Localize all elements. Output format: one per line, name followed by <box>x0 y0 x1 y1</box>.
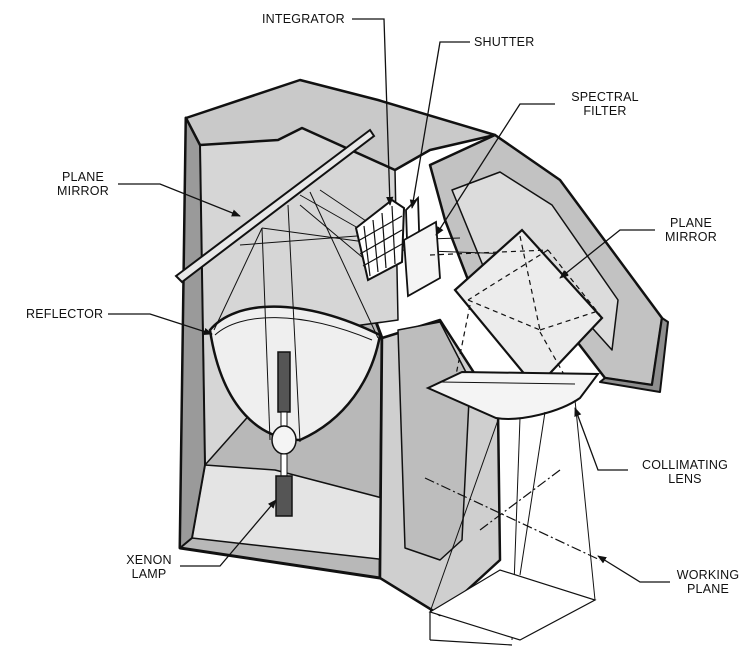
label-spectral-filter: SPECTRAL FILTER <box>560 90 650 118</box>
label-plane-mirror-right-line2: MIRROR <box>665 230 717 244</box>
label-plane-mirror-right-line1: PLANE <box>670 216 712 230</box>
label-collimating-lens: COLLIMATING LENS <box>630 458 740 486</box>
label-spectral-filter-line2: FILTER <box>583 104 627 118</box>
leader-working-plane <box>597 555 670 583</box>
leader-shutter <box>409 41 470 209</box>
leader-spectral-filter <box>435 103 555 236</box>
label-working-plane: WORKING PLANE <box>668 568 748 596</box>
integrator <box>354 198 406 282</box>
leader-collimating-lens <box>574 407 628 471</box>
housing-front-inner <box>397 321 471 561</box>
xenon-lamp <box>271 351 297 517</box>
leader-integrator <box>352 18 394 206</box>
output-beam <box>429 399 596 641</box>
label-xenon-lamp-line1: XENON <box>126 553 172 567</box>
label-collimating-lens-line1: COLLIMATING <box>641 458 728 472</box>
label-reflector: REFLECTOR <box>26 307 104 321</box>
label-plane-mirror-left-line1: PLANE <box>62 170 104 184</box>
label-plane-mirror-right: PLANE MIRROR <box>656 216 726 244</box>
leader-plane-mirror-left <box>118 183 241 217</box>
reference-lines <box>424 469 601 561</box>
leader-xenon-lamp <box>180 499 277 567</box>
label-plane-mirror-left: PLANE MIRROR <box>48 170 118 198</box>
label-xenon-lamp: XENON LAMP <box>118 553 180 581</box>
housing-top-face <box>184 78 497 172</box>
housing-right-side <box>599 317 669 393</box>
label-integrator: INTEGRATOR <box>262 12 345 26</box>
plane-mirror-right <box>429 228 604 390</box>
label-working-plane-line1: WORKING <box>676 568 740 582</box>
label-spectral-filter-line1: SPECTRAL <box>571 90 639 104</box>
label-shutter: SHUTTER <box>474 35 535 49</box>
leader-plane-mirror-right <box>559 229 655 279</box>
leader-reflector <box>108 313 213 335</box>
label-xenon-lamp-line2: LAMP <box>131 567 167 581</box>
label-plane-mirror-left-line2: MIRROR <box>57 184 109 198</box>
plane-mirror-left <box>174 128 376 284</box>
leader-lines <box>108 18 670 583</box>
working-plane-box <box>428 569 597 646</box>
reflector <box>208 305 382 442</box>
label-working-plane-line2: PLANE <box>687 582 729 596</box>
collimating-lens <box>425 370 600 420</box>
spectral-filter <box>403 220 441 298</box>
label-collimating-lens-line2: LENS <box>668 472 702 486</box>
